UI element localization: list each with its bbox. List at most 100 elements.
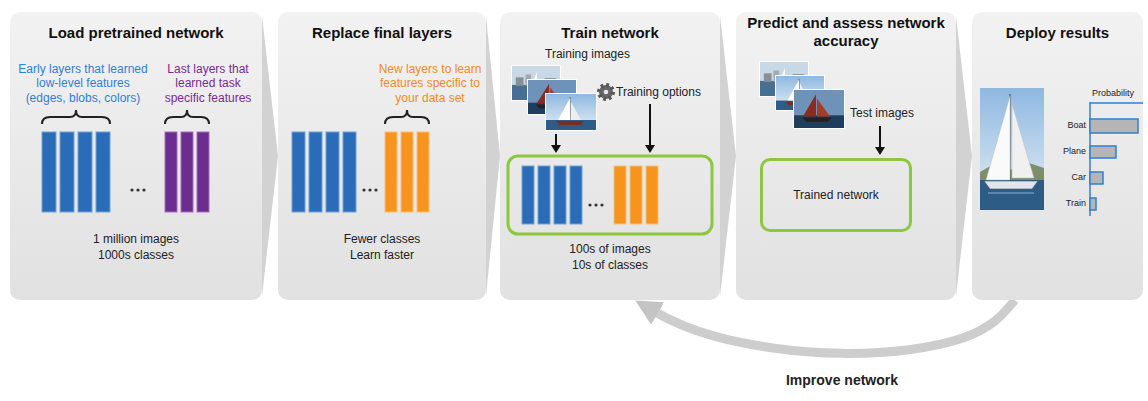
feedback-arrow: [643, 300, 1015, 353]
process-panel: Load pretrained networkEarly layers that…: [10, 12, 262, 300]
ellipsis-dots: [130, 188, 603, 206]
edge-label: Improve network: [783, 372, 901, 389]
layer-note: Last layers that learned task specific f…: [158, 62, 258, 105]
panel-title: Deploy results: [972, 24, 1143, 42]
panel-title: Predict and assess network accuracy: [746, 14, 946, 50]
down-arrow: [879, 126, 881, 148]
probability-chart: [1090, 146, 1116, 158]
gear-icon: [599, 85, 613, 99]
flow-chevron: [486, 16, 500, 296]
network-layer: [96, 132, 110, 212]
image-stack: [512, 66, 560, 100]
image-stack: [546, 94, 596, 130]
bar-label: Train: [1046, 198, 1086, 209]
down-arrow: [551, 145, 561, 153]
probability-chart: [1090, 102, 1143, 104]
network-layer: [570, 166, 582, 224]
layer-brace: [42, 110, 110, 124]
network-layer: [165, 132, 177, 212]
ellipsis-dots: [362, 188, 365, 191]
ellipsis-dots: [600, 203, 603, 206]
probability-chart: [1090, 102, 1143, 216]
process-panel: Replace final layersNew layers to learn …: [278, 12, 486, 300]
image-stack: [776, 76, 824, 110]
network-layer: [292, 132, 305, 212]
image-stack: [775, 75, 825, 111]
data-note: 10s of classes: [500, 258, 720, 272]
flow-chevron: [262, 16, 278, 296]
panel-title: Replace final layers: [278, 24, 486, 42]
options-note: Training options: [616, 85, 716, 99]
down-arrow: [555, 134, 557, 146]
ellipsis-dots: [142, 188, 145, 191]
ellipsis-dots: [588, 203, 591, 206]
image-stack: [760, 62, 808, 96]
image-stack: [759, 61, 845, 129]
network-layer: [60, 132, 74, 212]
image-stack: [545, 93, 597, 131]
down-arrow: [551, 104, 885, 155]
network-layer: [554, 166, 566, 224]
ellipsis-dots: [594, 203, 597, 206]
network-layer: [614, 166, 626, 224]
data-note: 100s of images: [500, 242, 720, 256]
panel-title: Train network: [500, 24, 720, 42]
network-layer: [646, 166, 658, 224]
network-layer: [417, 132, 429, 212]
ellipsis-dots: [136, 188, 139, 191]
data-note: 1000s classes: [10, 248, 262, 262]
layer-note: Early layers that learned low-level feat…: [16, 62, 150, 105]
down-arrow: [645, 145, 655, 153]
bar-label: Car: [1046, 172, 1086, 183]
network-layer: [78, 132, 92, 212]
ellipsis-dots: [130, 188, 133, 191]
probability-chart: [1090, 198, 1096, 210]
gear-icon: [604, 90, 609, 95]
network-box: Trained network: [760, 158, 912, 232]
probability-chart: [1090, 172, 1103, 184]
network-layer: [343, 132, 356, 212]
probability-chart: [1090, 119, 1138, 133]
image-note: Training images: [545, 47, 645, 61]
process-panel: Deploy resultsProbabilityBoatPlaneCarTra…: [972, 12, 1143, 300]
ellipsis-dots: [374, 188, 377, 191]
box-label: Trained network: [760, 188, 912, 202]
layer-brace: [42, 110, 429, 124]
image-stack: [794, 90, 844, 128]
layer-note: New layers to learn features specific to…: [378, 62, 482, 105]
layer-brace: [385, 110, 429, 124]
result-photo: [980, 88, 1044, 210]
gear-icon: [599, 85, 613, 99]
process-panel: Predict and assess network accuracyTest …: [736, 12, 956, 300]
network-layer: [309, 132, 322, 212]
network-layer: [401, 132, 413, 212]
data-note: Fewer classes: [278, 232, 486, 246]
probability-chart: [1089, 102, 1091, 216]
down-arrow: [649, 104, 651, 146]
network-layer: [181, 132, 193, 212]
data-note: Learn faster: [278, 248, 486, 262]
process-panel: Train networkTraining imagesTraining opt…: [500, 12, 720, 300]
image-stack: [511, 65, 561, 101]
image-stack: [759, 61, 809, 97]
panel-title: Load pretrained network: [10, 24, 262, 42]
network-layer: [42, 132, 658, 224]
down-arrow: [875, 147, 885, 155]
network-layer: [538, 166, 550, 224]
network-layer: [326, 132, 339, 212]
network-layer: [522, 166, 534, 224]
bar-label: Boat: [1046, 120, 1086, 131]
flow-chevron: [956, 16, 972, 296]
data-note: 1 million images: [10, 232, 262, 246]
flow-chevron: [720, 16, 736, 296]
image-stack: [527, 79, 577, 115]
network-layer: [630, 166, 642, 224]
image-note: Test images: [850, 106, 940, 120]
network-frame: [508, 156, 712, 234]
network-layer: [197, 132, 209, 212]
network-layer: [385, 132, 397, 212]
image-stack: [528, 80, 576, 114]
axis-title: Probability: [1092, 88, 1142, 99]
layer-brace: [165, 110, 209, 124]
network-layer: [42, 132, 56, 212]
